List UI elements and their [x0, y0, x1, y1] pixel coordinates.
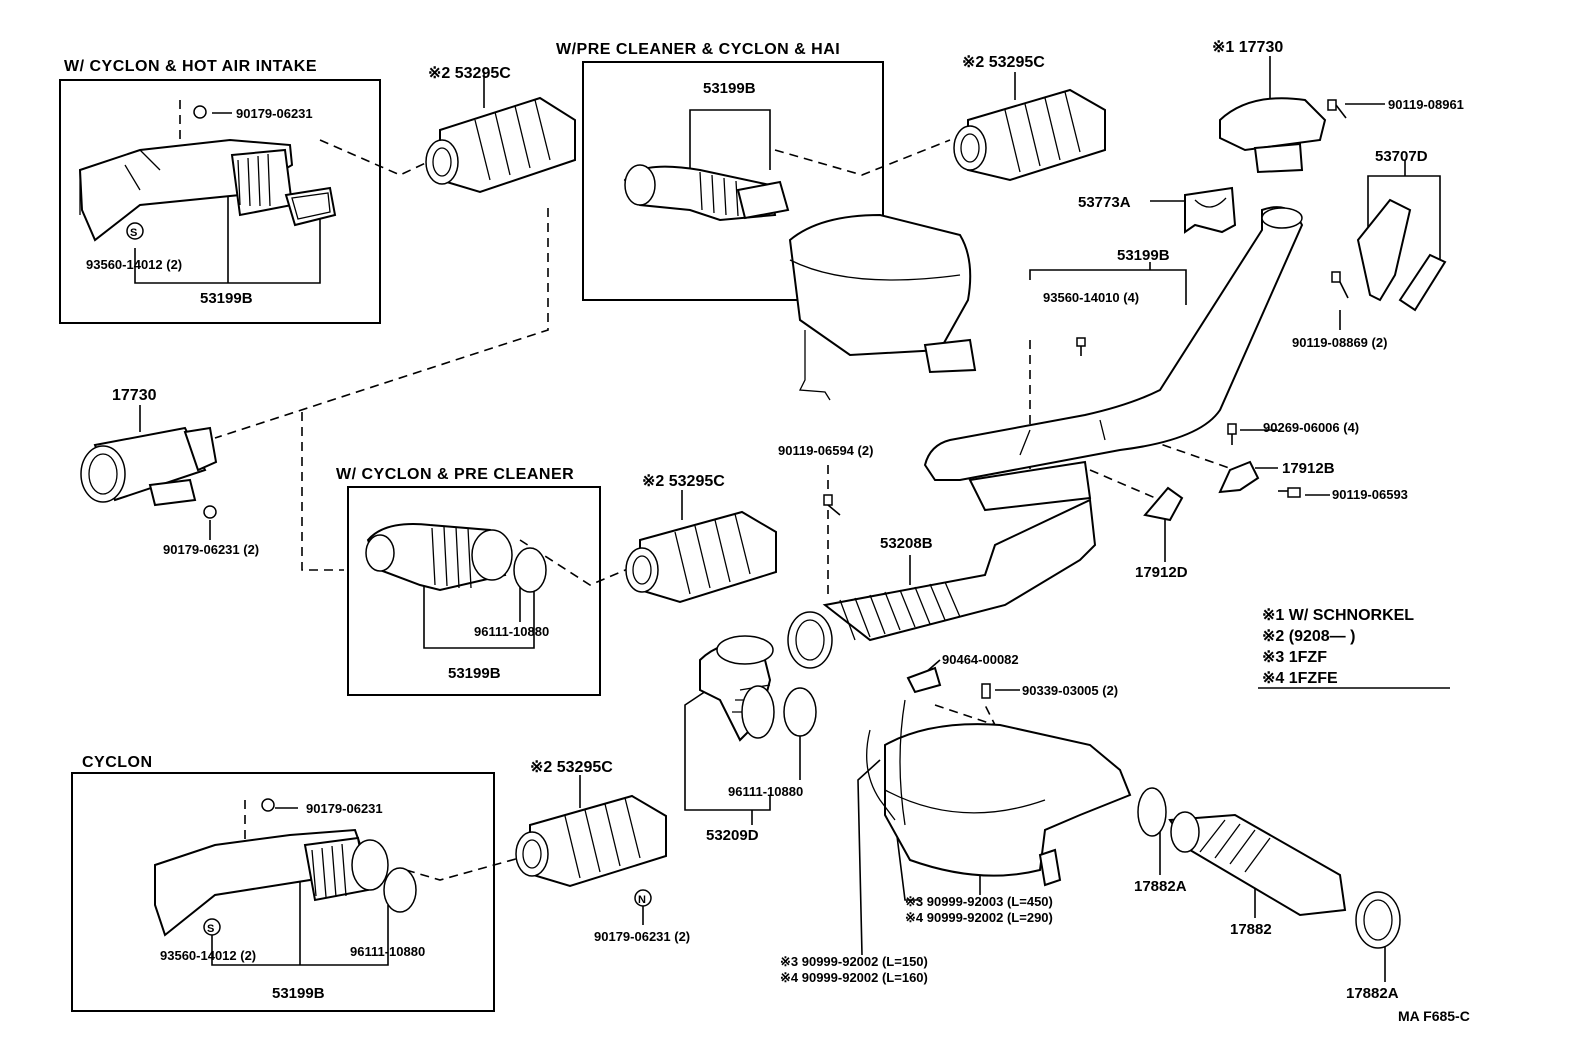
footer-code: MA F685-C	[1398, 1008, 1470, 1024]
label-53707d: 53707D	[1375, 148, 1428, 165]
symbol-s-2-text: S	[207, 923, 214, 935]
label-53295c-1: ※2 53295C	[428, 65, 511, 82]
legend-item-4: ※4 1FZFE	[1262, 670, 1338, 687]
label-53199b-c: 53199B	[448, 665, 501, 682]
cyclone-53295c-2	[953, 88, 1106, 182]
label-53773a: 53773A	[1078, 194, 1131, 211]
symbol-s-1	[126, 222, 144, 240]
snorkel-cap-17730	[1219, 97, 1327, 174]
label-hose-4b: ※4 90999-92002 (L=160)	[780, 970, 928, 985]
symbol-n-1	[634, 889, 652, 907]
label-90339-03005: 90339-03005 (2)	[1022, 683, 1118, 698]
cyclone-53295c-4	[515, 794, 667, 888]
label-17882a-2: 17882A	[1346, 985, 1399, 1002]
band-17882a-2	[1355, 891, 1401, 949]
air-intake-17730	[80, 426, 218, 507]
group-box-pre-cleaner-hai	[582, 61, 884, 301]
label-93560-14010: 93560-14010 (4)	[1043, 290, 1139, 305]
label-90119-08869: 90119-08869 (2)	[1292, 335, 1387, 350]
bolt-90119-08869	[1331, 271, 1349, 299]
hose-17882	[1168, 811, 1347, 917]
group-box-hot-air	[59, 79, 381, 324]
label-90179-06231-b: 90179-06231 (2)	[163, 542, 259, 557]
label-17912d: 17912D	[1135, 564, 1188, 581]
clamp-53773a	[1184, 186, 1237, 234]
label-17730-top: ※1 17730	[1212, 39, 1283, 56]
air-cleaner-housing-top	[788, 213, 977, 401]
label-53208b: 53208B	[880, 535, 933, 552]
band-96111-10880-c	[383, 867, 417, 913]
symbol-s-2	[203, 918, 221, 936]
bolt-90119-08961	[1327, 99, 1347, 119]
band-96111-10880-b	[783, 687, 817, 737]
label-17882: 17882	[1230, 921, 1272, 938]
legend-item-1: ※1 W/ SCHNORKEL	[1262, 607, 1414, 624]
label-17730: 17730	[112, 387, 157, 404]
label-17882a-1: 17882A	[1134, 878, 1187, 895]
label-90269-06006: 90269-06006 (4)	[1263, 420, 1359, 435]
bolt-90119-06594	[823, 494, 841, 516]
legend: ※1 W/ SCHNORKEL ※2 (9208— ) ※3 1FZF ※4 1…	[1262, 607, 1414, 687]
group-title-hot-air: W/ CYCLON & HOT AIR INTAKE	[64, 58, 317, 75]
plug-90339-03005	[981, 683, 991, 699]
bolt-90269-06006	[1227, 423, 1237, 445]
label-90119-06593: 90119-06593	[1332, 487, 1408, 502]
label-90119-08961: 90119-08961	[1388, 97, 1464, 112]
label-90179-06231-d: 90179-06231 (2)	[594, 929, 690, 944]
snorkel-tube-53199b	[923, 206, 1304, 512]
bolt-90119-06593	[1278, 487, 1301, 498]
label-53295c-2: ※2 53295C	[962, 54, 1045, 71]
label-17912b: 17912B	[1282, 460, 1335, 477]
intake-duct-cyclon	[154, 828, 389, 937]
group-box-cyclon-pre	[347, 486, 601, 696]
label-53295c-4: ※2 53295C	[530, 759, 613, 776]
group-box-cyclon	[71, 772, 495, 1012]
label-53199b-main: 53199B	[1117, 247, 1170, 264]
label-96111-10880-b: 96111-10880	[728, 784, 803, 799]
intake-duct-pre-cleaner	[623, 164, 790, 222]
label-90119-06594: 90119-06594 (2)	[778, 443, 873, 458]
label-hose-3a: ※3 90999-92003 (L=450)	[905, 894, 1053, 909]
group-title-cyclon-pre: W/ CYCLON & PRE CLEANER	[336, 466, 574, 483]
label-53199b-a: 53199B	[200, 290, 253, 307]
air-cleaner-housing-lower	[866, 699, 1132, 887]
label-53295c-3: ※2 53295C	[642, 473, 725, 490]
intake-duct-hot-air	[78, 138, 337, 242]
label-93560-14012-a: 93560-14012 (2)	[86, 257, 182, 272]
clip-icon-cyclon	[261, 798, 275, 812]
symbol-s-1-text: S	[130, 227, 137, 239]
hose-53208b	[787, 498, 1097, 669]
label-hose-4a: ※4 90999-92002 (L=290)	[905, 910, 1053, 925]
label-90464-00082: 90464-00082	[942, 652, 1019, 667]
elbow-53209d	[699, 635, 775, 742]
band-96111-10880-a	[513, 547, 547, 593]
label-93560-14012-b: 93560-14012 (2)	[160, 948, 256, 963]
label-53199b-b: 53199B	[703, 80, 756, 97]
label-hose-3b: ※3 90999-92002 (L=150)	[780, 954, 928, 969]
legend-item-3: ※3 1FZF	[1262, 649, 1327, 666]
bracket-17912d	[1143, 486, 1184, 522]
bracket-53707d	[1356, 198, 1447, 312]
group-title-pre-cleaner-hai: W/PRE CLEANER & CYCLON & HAI	[556, 41, 840, 58]
label-90179-06231-c: 90179-06231	[306, 801, 383, 816]
clip-90464-00082	[906, 666, 942, 694]
symbol-n-1-text: N	[638, 894, 646, 906]
label-53209d: 53209D	[706, 827, 759, 844]
label-96111-10880-a: 96111-10880	[474, 624, 549, 639]
bolt-93560-14010	[1076, 337, 1086, 356]
label-96111-10880-c: 96111-10880	[350, 944, 425, 959]
label-53199b-d: 53199B	[272, 985, 325, 1002]
label-90179-06231-a: 90179-06231	[236, 106, 313, 121]
bracket-17912b	[1218, 460, 1260, 494]
leader-lines	[134, 56, 1450, 982]
cyclone-53295c-1	[425, 96, 576, 194]
group-title-cyclon: CYCLON	[82, 754, 153, 771]
clip-icon-17730	[203, 505, 217, 519]
intake-duct-cyclon-pre	[365, 523, 513, 592]
band-17882a-1	[1137, 787, 1167, 837]
cyclone-53295c-3	[625, 510, 777, 604]
legend-item-2: ※2 (9208— )	[1262, 628, 1355, 645]
clip-icon-hot-air	[193, 105, 207, 119]
